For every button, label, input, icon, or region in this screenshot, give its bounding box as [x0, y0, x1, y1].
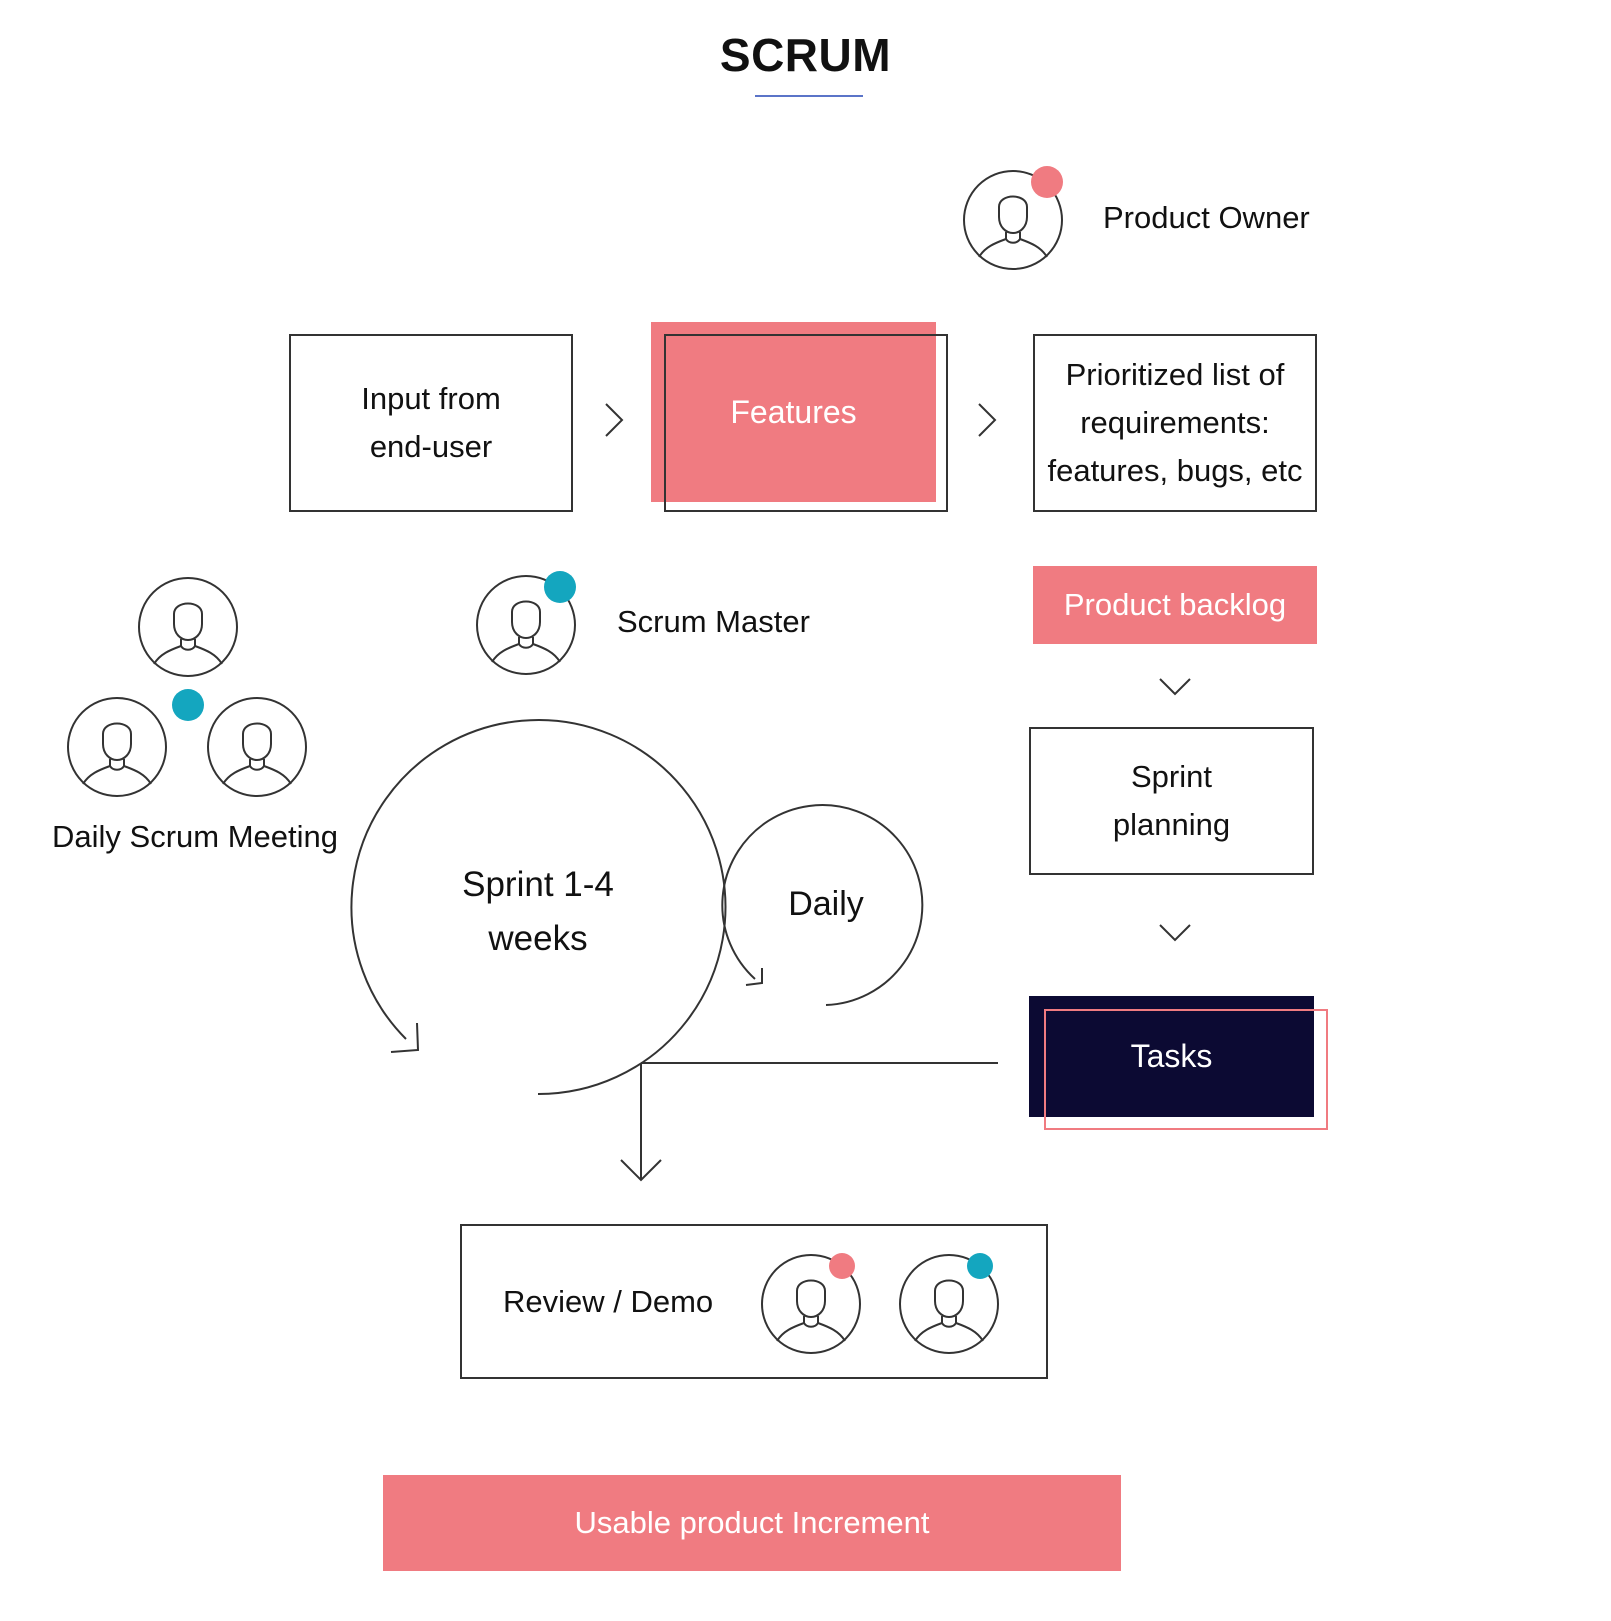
- scrum-master-label: Scrum Master: [617, 604, 810, 639]
- input-box: Input from end-user: [289, 334, 573, 512]
- usable-product-increment-box: Usable product Increment: [383, 1475, 1121, 1571]
- product-owner-avatar-icon: [761, 1253, 861, 1354]
- arrow-down-icon: [620, 1159, 662, 1182]
- title-underline: [755, 95, 863, 97]
- sprint-cycle-label: Sprint 1-4 weeks: [462, 865, 614, 958]
- scrum-master-avatar-icon: [476, 571, 576, 675]
- cycle-arrow-icon: [745, 968, 763, 986]
- daily-cycle-label: Daily: [788, 885, 864, 923]
- product-owner-avatar-icon: [963, 166, 1063, 270]
- daily-scrum-meeting-label: Daily Scrum Meeting: [52, 819, 338, 854]
- sprint-planning-text: Sprint planning: [1112, 759, 1231, 842]
- sprint-cycle-arc: [350, 719, 727, 1095]
- status-dot-teal: [967, 1253, 993, 1279]
- cycle-arrow-icon: [390, 1022, 420, 1053]
- team-member-avatar-icon: [67, 697, 167, 797]
- chevron-right-icon: [978, 403, 997, 437]
- tasks-offset-frame: [1044, 1009, 1328, 1130]
- chevron-down-icon: [1159, 678, 1191, 696]
- prioritized-list-box: Prioritized list of requirements: featur…: [1033, 334, 1317, 512]
- product-owner-label: Product Owner: [1103, 200, 1310, 235]
- page-title: SCRUM: [719, 29, 892, 81]
- features-box: [664, 334, 948, 512]
- features-fill: [651, 322, 936, 502]
- review-demo-box: Review / Demo: [460, 1224, 1048, 1379]
- features-label: Features: [730, 393, 857, 430]
- status-dot-pink: [1031, 166, 1063, 198]
- review-demo-label: Review / Demo: [503, 1283, 714, 1319]
- team-member-avatar-icon: [207, 697, 307, 797]
- input-text: Input from end-user: [361, 381, 501, 464]
- status-dot-teal: [172, 689, 204, 721]
- chevron-down-icon: [1159, 924, 1191, 942]
- scrum-master-avatar-icon: [899, 1253, 999, 1354]
- tasks-fill: [1029, 996, 1314, 1117]
- daily-cycle-arc: [721, 804, 924, 1006]
- sprint-planning-box: Sprint planning: [1029, 727, 1314, 875]
- status-dot-teal: [544, 571, 576, 603]
- tasks-label: Tasks: [1130, 1038, 1213, 1074]
- prioritized-list-text: Prioritized list of requirements: featur…: [1047, 357, 1303, 488]
- status-dot-pink: [829, 1253, 855, 1279]
- team-member-avatar-icon: [138, 577, 238, 677]
- product-backlog-box: Product backlog: [1033, 566, 1317, 644]
- chevron-right-icon: [605, 403, 624, 437]
